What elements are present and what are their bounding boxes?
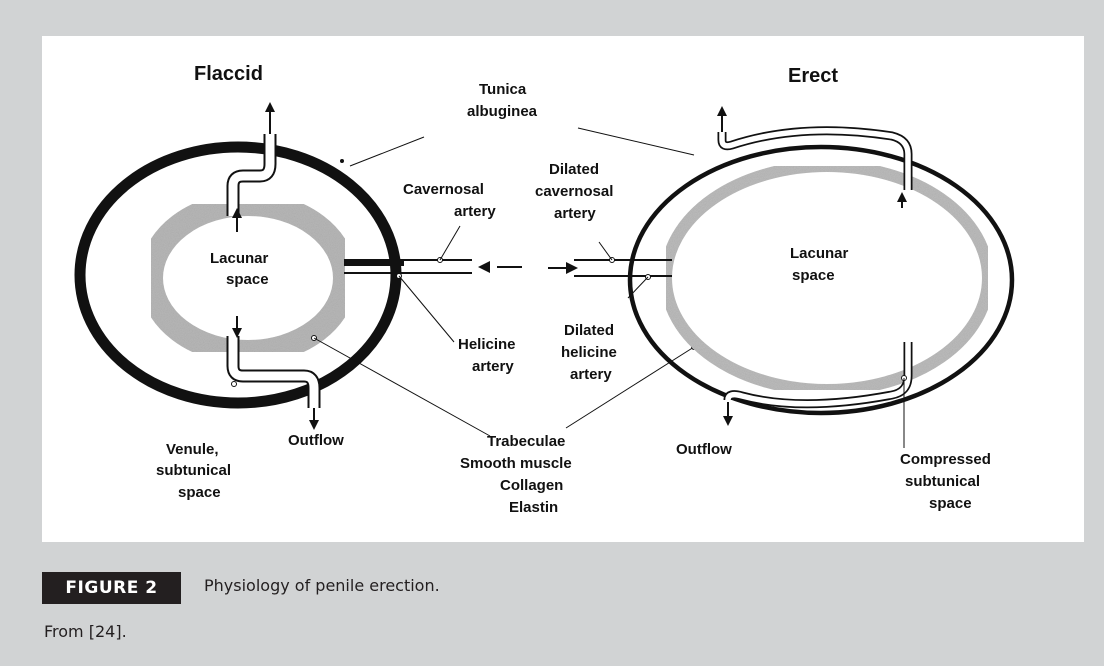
- dilated-cavernosal-label-3: artery: [554, 205, 596, 222]
- flaccid-title: Flaccid: [194, 63, 263, 85]
- venule-label-1: Venule,: [166, 441, 219, 458]
- compressed-subtunical-label-1: Compressed: [900, 451, 991, 468]
- dilated-cavernosal-label-2: cavernosal: [535, 183, 613, 200]
- erect-lacunar-label-1: Lacunar: [790, 245, 849, 262]
- figure-number-badge: FIGURE 2: [42, 572, 181, 604]
- up-arrow-icon: [717, 106, 727, 116]
- physiology-diagram: Flaccid Lacunar space Cavernosal artery …: [42, 36, 1084, 542]
- cavernosal-artery-label-1: Cavernosal: [403, 181, 484, 198]
- tunica-label-1: Tunica: [479, 81, 527, 98]
- dilated-helicine-label-2: helicine: [561, 344, 617, 361]
- figure-caption: Physiology of penile erection.: [204, 576, 440, 595]
- dilated-cavernosal-label-1: Dilated: [549, 161, 599, 178]
- down-arrow-icon: [309, 420, 319, 430]
- venule-label-3: space: [178, 484, 221, 501]
- helicine-artery-label-2: artery: [472, 358, 514, 375]
- flaccid-outflow-label: Outflow: [288, 432, 344, 449]
- flaccid-diagram: Flaccid Lacunar space Cavernosal artery …: [80, 63, 522, 501]
- diagram-panel: Flaccid Lacunar space Cavernosal artery …: [42, 36, 1084, 542]
- dilated-helicine-label-3: artery: [570, 366, 612, 383]
- erect-outflow-label: Outflow: [676, 441, 732, 458]
- compressed-subtunical-label-3: space: [929, 495, 972, 512]
- tunica-label-2: albuginea: [467, 103, 538, 120]
- right-arrow-icon: [566, 262, 578, 274]
- figure-source: From [24].: [44, 622, 127, 641]
- flaccid-lacunar-label-1: Lacunar: [210, 250, 269, 267]
- compressed-subtunical-label-2: subtunical: [905, 473, 980, 490]
- left-arrow-icon: [478, 261, 490, 273]
- erect-cavernosal-artery: [548, 242, 672, 298]
- trabeculae-label-4: Elastin: [509, 499, 558, 516]
- trabeculae-label-2: Smooth muscle: [460, 455, 572, 472]
- shared-labels: Tunica albuginea Trabeculae Smooth muscl…: [460, 81, 697, 516]
- trabeculae-label-3: Collagen: [500, 477, 563, 494]
- trabeculae-label-1: Trabeculae: [487, 433, 565, 450]
- venule-label-2: subtunical: [156, 462, 231, 479]
- erect-lacunar-label-2: space: [792, 267, 835, 284]
- dilated-helicine-label-1: Dilated: [564, 322, 614, 339]
- helicine-artery-label-1: Helicine: [458, 336, 516, 353]
- flaccid-cavernosal-artery: [344, 258, 522, 279]
- flaccid-lacunar-label-2: space: [226, 271, 269, 288]
- up-arrow-icon: [265, 102, 275, 112]
- down-arrow-icon: [723, 416, 733, 426]
- cavernosal-artery-label-2: artery: [454, 203, 496, 220]
- erect-title: Erect: [788, 65, 838, 87]
- erect-diagram: Erect Lacunar space Dilated cavernosal a…: [535, 65, 1012, 512]
- up-arrow-icon: [897, 192, 907, 202]
